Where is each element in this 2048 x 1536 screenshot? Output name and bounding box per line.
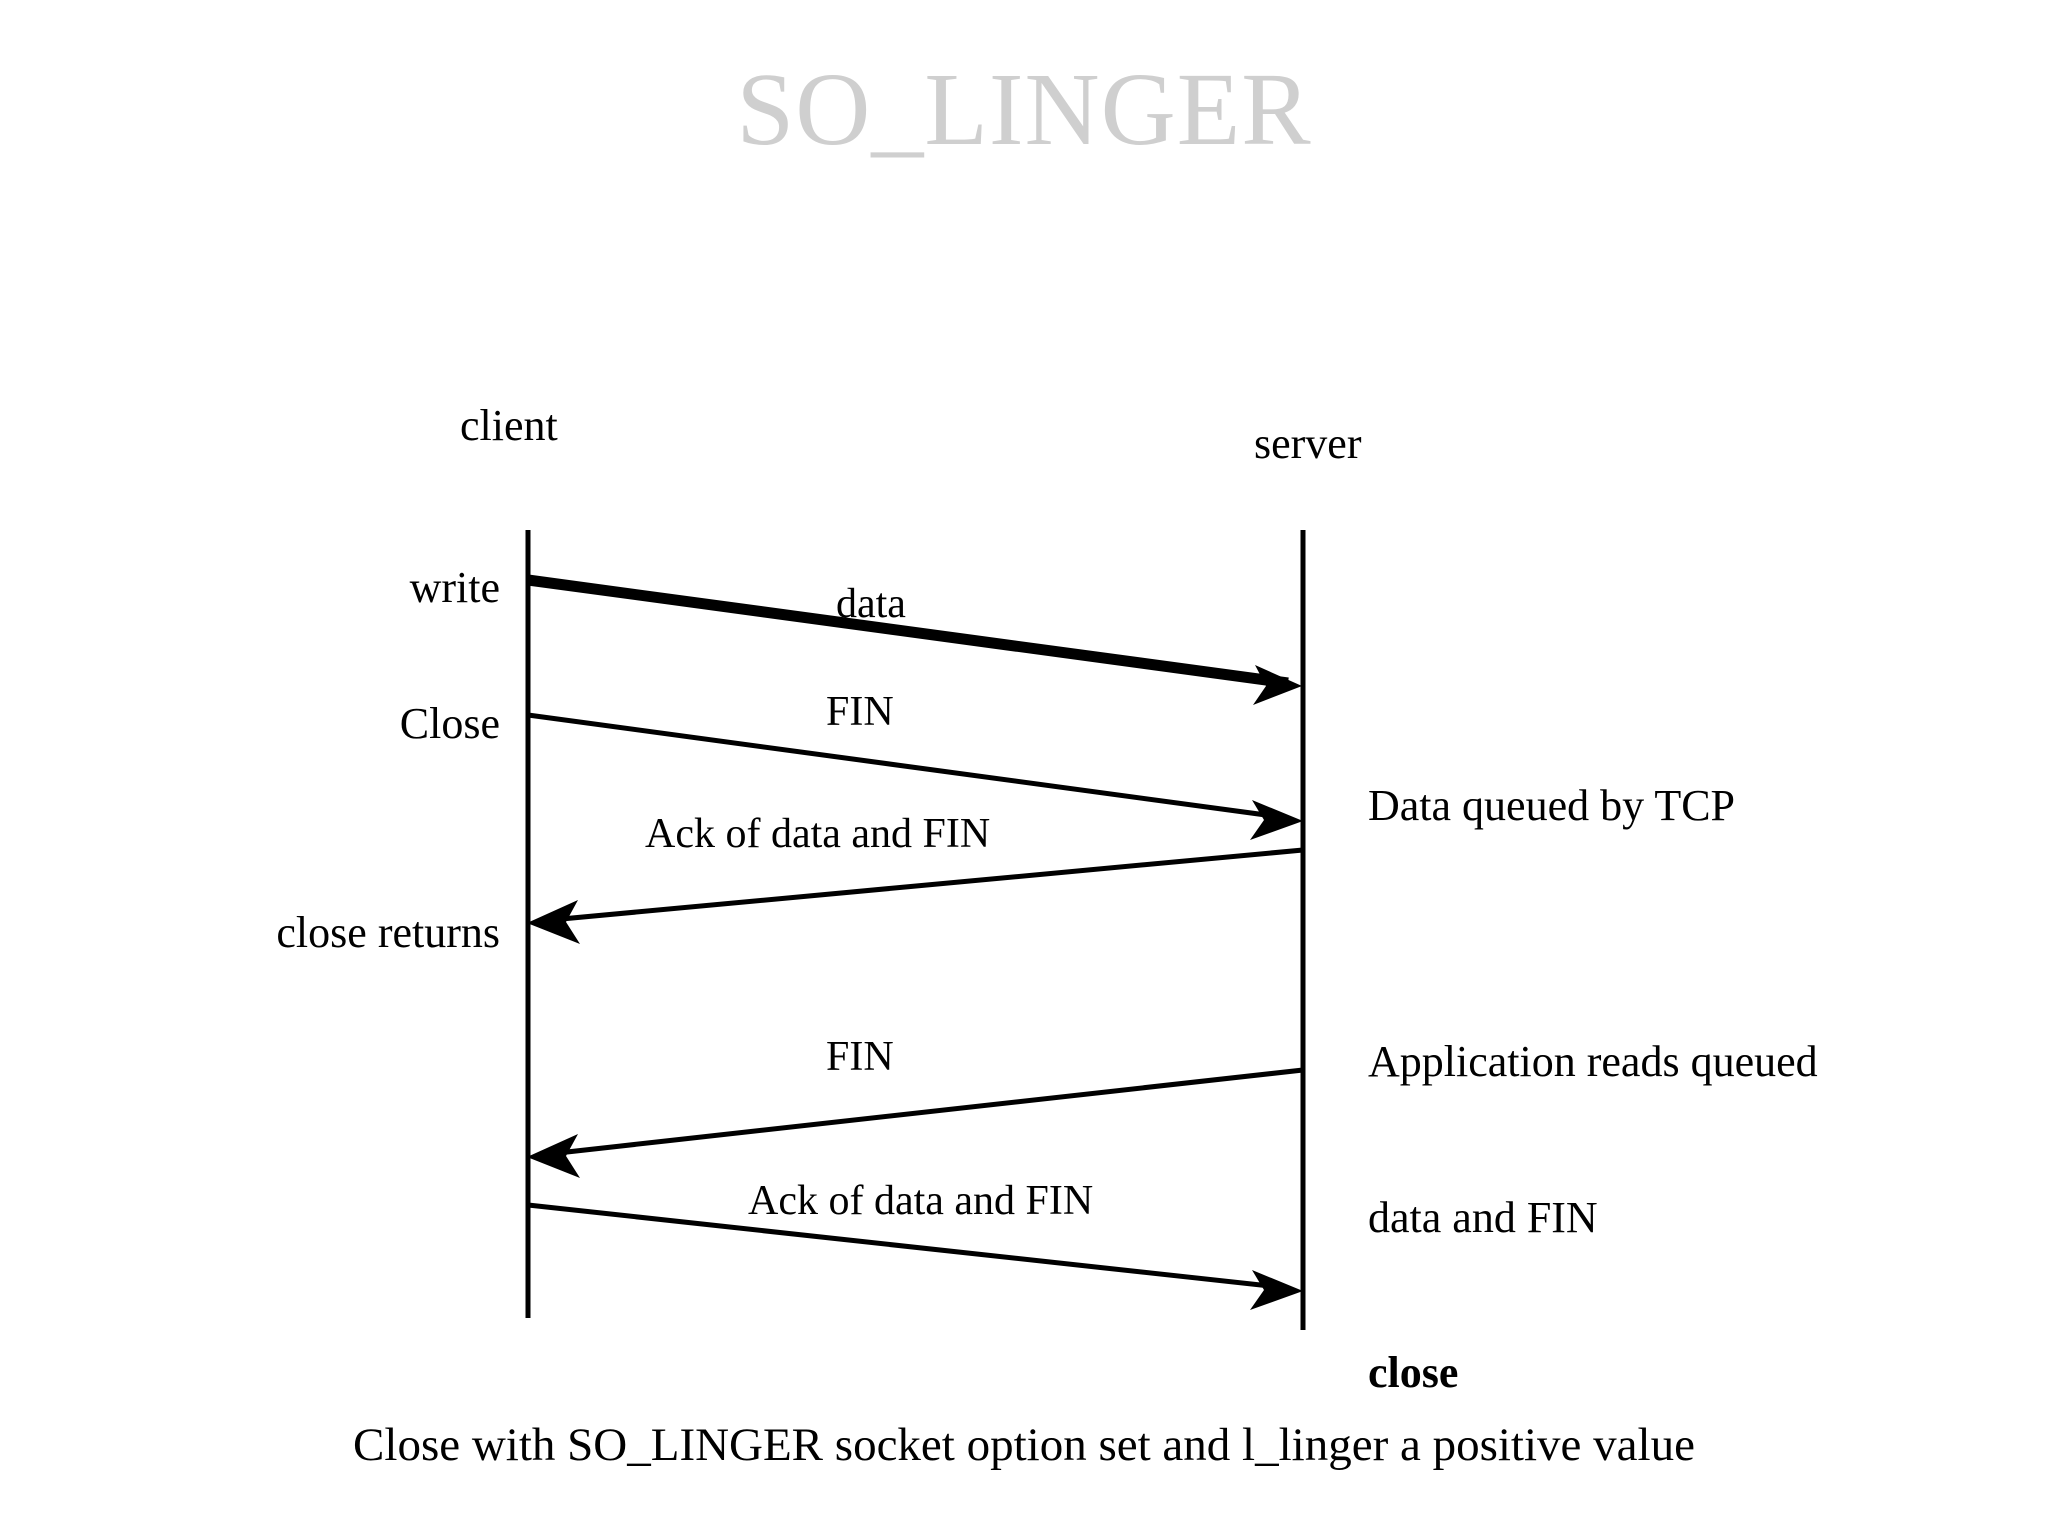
note-app-reads: Application reads queued data and FIN cl… — [1368, 932, 1818, 1503]
event-label-close: Close — [399, 699, 500, 748]
message-arrow-ack-1 — [527, 847, 1304, 944]
message-arrow-fin-1 — [527, 712, 1303, 840]
event-label-close-returns: close returns — [276, 908, 500, 957]
message-label-fin-1: FIN — [826, 689, 894, 735]
slide-caption: Close with SO_LINGER socket option set a… — [353, 1419, 1695, 1471]
message-label-data: data — [836, 581, 906, 627]
note-line-close: close — [1368, 1348, 1459, 1398]
note-data-queued: Data queued by TCP — [1368, 676, 1735, 936]
note-line: Data queued by TCP — [1368, 780, 1736, 830]
page-title: SO_LINGER — [736, 52, 1312, 167]
note-line: Application reads queued — [1368, 1036, 1818, 1086]
message-label-ack-1: Ack of data and FIN — [645, 811, 991, 857]
actor-label-client: client — [460, 401, 558, 450]
message-arrow-ack-2 — [527, 1202, 1303, 1310]
note-line: data and FIN — [1368, 1192, 1598, 1242]
actor-label-server: server — [1254, 419, 1362, 468]
message-arrow-data — [527, 574, 1302, 705]
event-label-write: write — [409, 563, 500, 612]
message-label-fin-2: FIN — [826, 1034, 894, 1080]
message-arrow-fin-2 — [527, 1067, 1304, 1178]
message-label-ack-2: Ack of data and FIN — [748, 1178, 1094, 1224]
